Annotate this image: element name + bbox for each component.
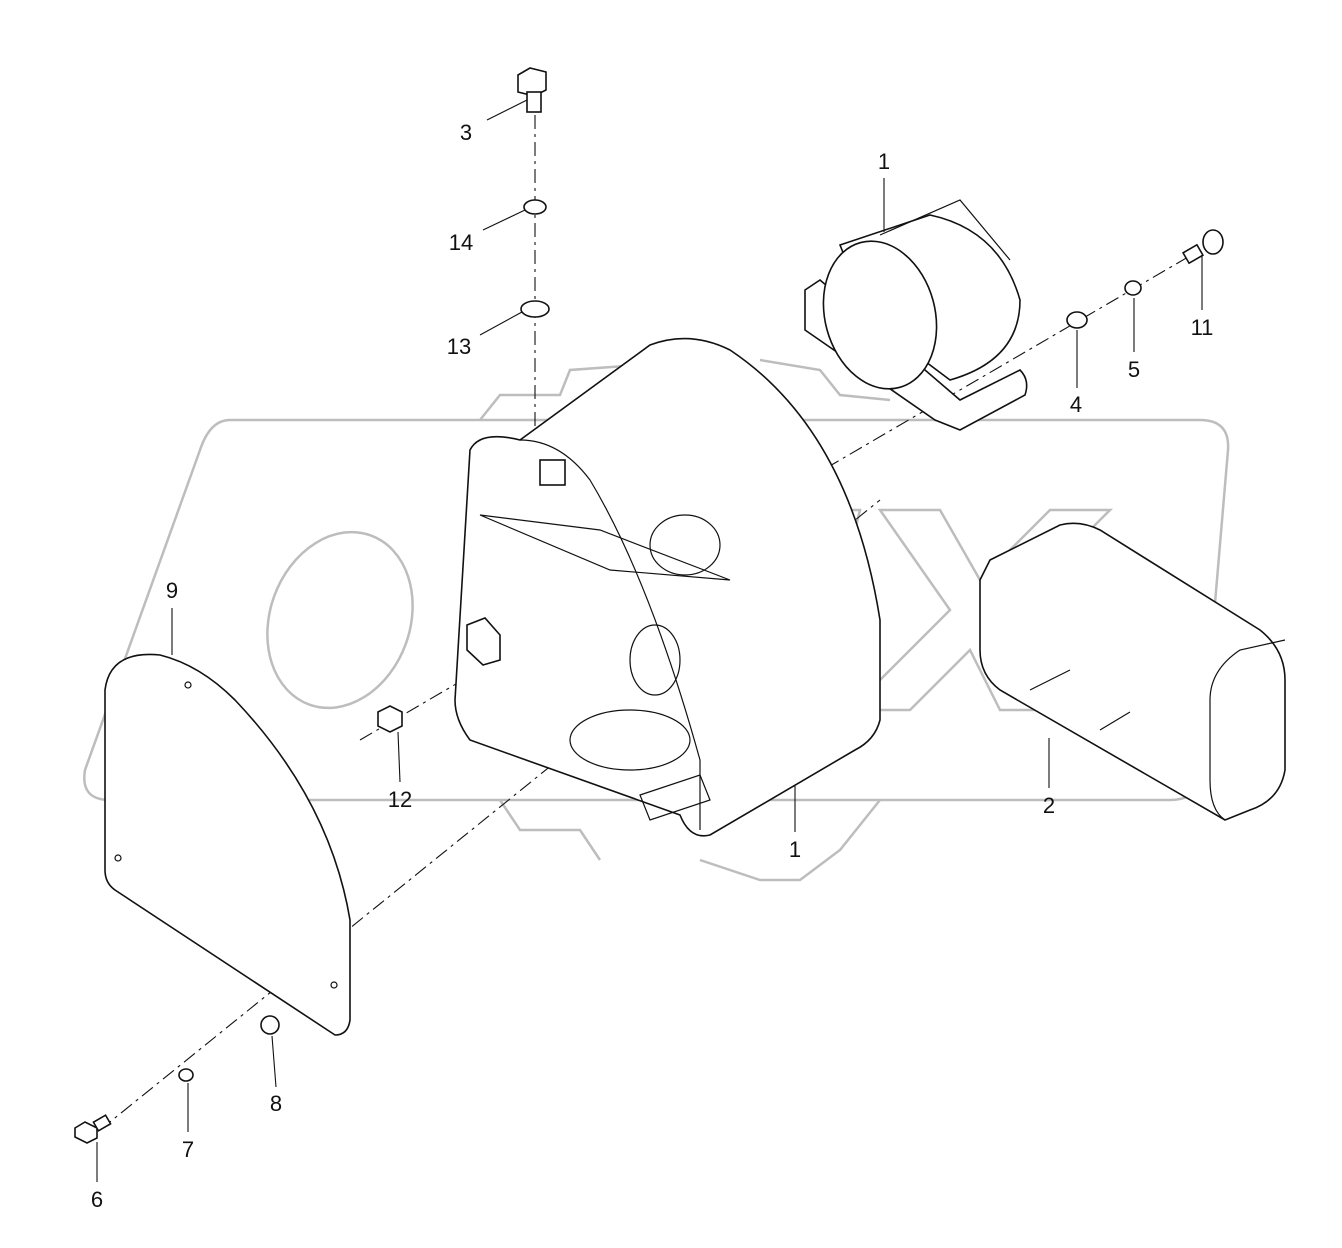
lock-washer-part-7 [178, 1068, 194, 1082]
bolt-part-11 [1181, 229, 1224, 265]
lock-washer-part-14 [523, 199, 547, 215]
washer-part-13 [520, 300, 550, 318]
callout-11: 11 [1190, 315, 1214, 340]
washer-part-8 [260, 1015, 280, 1035]
callout-14: 14 [448, 230, 474, 255]
callout-3: 3 [459, 120, 473, 145]
callout-12: 12 [387, 787, 413, 812]
callout-2: 2 [1042, 793, 1056, 818]
callout-13: 13 [446, 334, 472, 359]
callout-6: 6 [90, 1187, 104, 1212]
callout-5: 5 [1127, 357, 1141, 382]
lock-washer-part-5 [1124, 280, 1142, 296]
backup-alarm-part-1 [804, 199, 1028, 431]
callout-1-housing: 1 [788, 837, 802, 862]
bolt-part-3 [517, 67, 547, 113]
callout-8: 8 [269, 1091, 283, 1116]
callout-4: 4 [1069, 392, 1083, 417]
callout-7: 7 [181, 1137, 195, 1162]
callout-9: 9 [165, 578, 179, 603]
cover-part-2 [979, 522, 1286, 821]
nut-part-12 [377, 705, 403, 733]
cover-plate-part-9 [104, 653, 351, 1036]
bolt-part-6 [74, 1114, 112, 1144]
washer-part-4 [1066, 311, 1088, 329]
callout-1-alarm: 1 [877, 149, 891, 174]
housing-part-1 [454, 337, 881, 837]
